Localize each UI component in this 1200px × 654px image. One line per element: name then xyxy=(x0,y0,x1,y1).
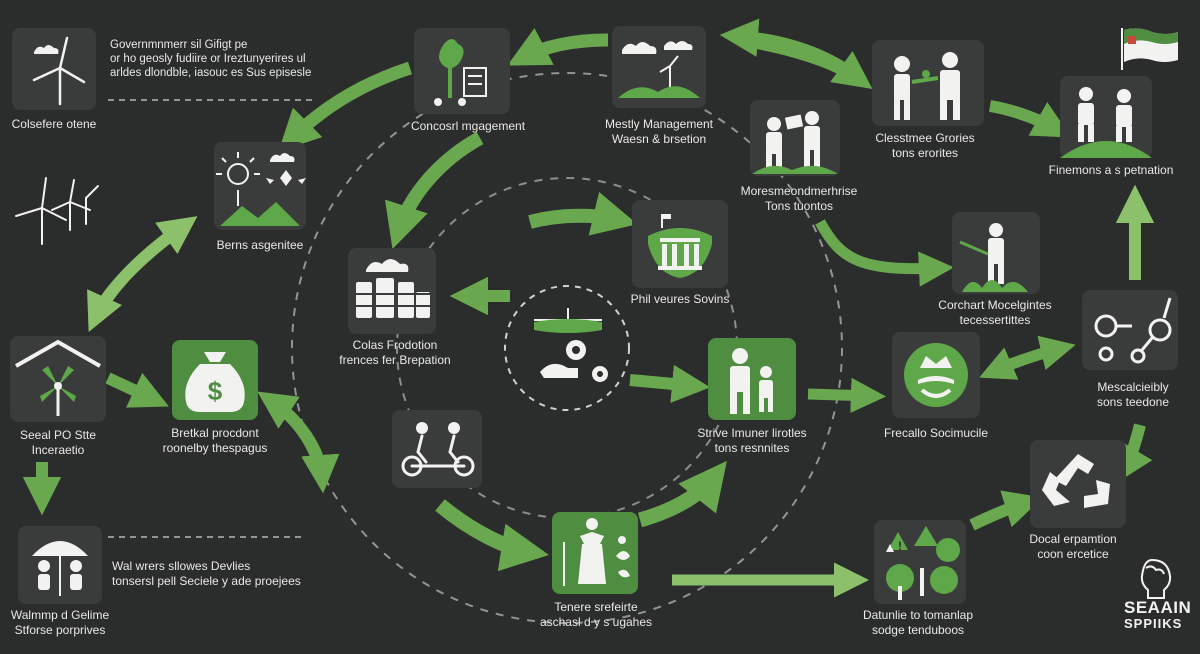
umbrella-people-icon xyxy=(32,541,88,596)
wind-farm-icon xyxy=(15,177,99,245)
arrow-classmee-to-mestly xyxy=(719,18,864,85)
node-label-strive: Strive Imuner lirotles tons resnnites xyxy=(697,426,807,455)
money-bag-icon: $ xyxy=(185,352,245,412)
arrow-mescale-to-frecallo xyxy=(979,342,1064,380)
datunlie-tile[interactable]: ! xyxy=(874,520,966,604)
classmee-tile[interactable] xyxy=(872,40,984,126)
outer-dashed-ring xyxy=(291,72,843,624)
node-label-bretkal: Bretkal procdont roonelby thespagus xyxy=(162,426,268,455)
concorsl-tile[interactable] xyxy=(414,28,510,114)
gears-field-icon xyxy=(534,308,608,382)
crown-emblem-icon xyxy=(904,343,968,407)
balance-icon xyxy=(1094,297,1172,364)
farmer-icon xyxy=(959,223,1028,292)
cyclists-tile[interactable] xyxy=(392,410,482,488)
factory-icon xyxy=(356,259,430,318)
lightbulb-brain-icon xyxy=(1140,558,1172,599)
node-label-concorsl: Concosrl mgagement xyxy=(410,119,526,133)
sun-fan-mountain-icon xyxy=(216,152,306,226)
node-label-classmee: Clesstmee Grories tons erorites xyxy=(875,131,975,160)
government-text-block: Governmnmerr sil Gifigt pe or ho geosly … xyxy=(110,39,312,79)
svg-text:!: ! xyxy=(898,539,902,553)
corchart-tile[interactable] xyxy=(952,212,1040,294)
arrow-cyclists-to-tenera xyxy=(435,499,549,572)
frecallo-tile[interactable] xyxy=(892,332,980,418)
wind-farm-tile xyxy=(8,170,104,250)
arrow-tenera-to-strive xyxy=(637,460,727,528)
seeal-tile[interactable] xyxy=(10,336,106,422)
node-label-mestly: Mestly Management Waesn & brsetion xyxy=(604,117,714,146)
hub-center xyxy=(520,300,616,396)
hub-dashed-ring xyxy=(504,285,630,411)
wal-text-block: Wal wrers sllowes Devlies tonsersl pell … xyxy=(112,559,301,588)
node-label-moresmen: Moresmeondmerhrise Tons tuontos xyxy=(740,184,858,213)
arrow-hub-to-strive xyxy=(629,364,711,404)
arrow-strive-to-frecallo xyxy=(807,377,887,413)
arrow-concorsl-to-colas xyxy=(385,131,484,250)
node-label-corchart: Corchart Mocelgintes tecessertittes xyxy=(938,298,1052,327)
node-label-colas: Colas Frodotion frences fer Brepation xyxy=(339,338,451,367)
arrow-cyclists-to-bretkal xyxy=(257,391,328,480)
flag-banner xyxy=(1118,26,1182,70)
arrow-seeal-to-bretkal xyxy=(105,372,169,408)
node-label-frecallo: Frecallo Socimucile xyxy=(883,426,989,440)
flag-people-icon xyxy=(1060,87,1152,158)
node-label-phil: Phil veures Sovins xyxy=(630,292,730,306)
strive-tile[interactable] xyxy=(708,338,796,420)
node-label-mescale: Mescalcieibly sons teedone xyxy=(1096,380,1170,409)
moresmen-tile[interactable] xyxy=(750,100,840,176)
docal-tile[interactable] xyxy=(1030,440,1126,528)
node-label-tenera: Tenere srefeirte aschasl d y s ugahes xyxy=(539,600,653,629)
arrow-concorsl-to-berns xyxy=(278,61,412,152)
node-label-walmp: Walmmp d Gelime Stforse porprives xyxy=(10,608,110,637)
people-trade-icon xyxy=(894,52,960,120)
recycle-icon xyxy=(1042,454,1110,508)
mestly-tile[interactable] xyxy=(612,26,706,108)
arrow-classmee-to-flag xyxy=(988,100,1072,138)
workers-icon xyxy=(752,111,838,174)
farmer-tools-icon xyxy=(563,518,630,586)
bretkal-tile[interactable]: $ xyxy=(172,340,258,420)
arrow-seeal-to-berns xyxy=(89,216,198,321)
arrow-mestly-to-concorsl xyxy=(507,28,609,66)
node-label-flag: Finemons a s petnation xyxy=(1048,163,1174,177)
brand-name-line2: SPPIIKS xyxy=(1124,616,1183,631)
tree-plant-icon xyxy=(434,39,487,106)
wind-turbine-tile[interactable] xyxy=(12,28,96,110)
phil-tile[interactable] xyxy=(632,200,728,288)
flag-icon xyxy=(1121,28,1178,70)
node-label-berns: Berns asgenitee xyxy=(216,238,304,252)
wind-turbine-icon xyxy=(32,36,86,106)
node-label-datunlie: Datunlie to tomanlap sodge tenduboos xyxy=(862,608,974,637)
arrow-moresmen-to-corchart xyxy=(815,219,955,287)
brand-name-line1: SEAAIN xyxy=(1124,598,1192,617)
arrow-hub-to-phil xyxy=(528,191,638,236)
government-building-icon xyxy=(648,214,712,278)
tenera-tile[interactable] xyxy=(552,512,638,594)
node-label-seeal: Seeal PO Stte Inceraetio xyxy=(19,428,97,457)
mescale-tile[interactable] xyxy=(1082,290,1178,370)
svg-text:$: $ xyxy=(208,376,223,406)
cyclists-icon xyxy=(401,422,475,477)
flag-tile[interactable] xyxy=(1060,76,1152,158)
node-label-wind-top: Colsefere otene xyxy=(11,117,97,131)
walmp-tile[interactable] xyxy=(18,526,102,604)
family-icon xyxy=(730,348,773,414)
node-label-docal: Docal erpamtion coon ercetice xyxy=(1029,532,1117,561)
landscape-icon xyxy=(618,41,700,98)
arrow-mescale-to-docal xyxy=(1116,423,1153,484)
berns-tile[interactable] xyxy=(214,142,306,230)
forest-warning-icon: ! xyxy=(886,526,960,600)
arrow-datunlie-to-docal xyxy=(969,490,1043,531)
house-windmill-icon xyxy=(15,339,101,416)
colas-tile[interactable] xyxy=(348,248,436,334)
